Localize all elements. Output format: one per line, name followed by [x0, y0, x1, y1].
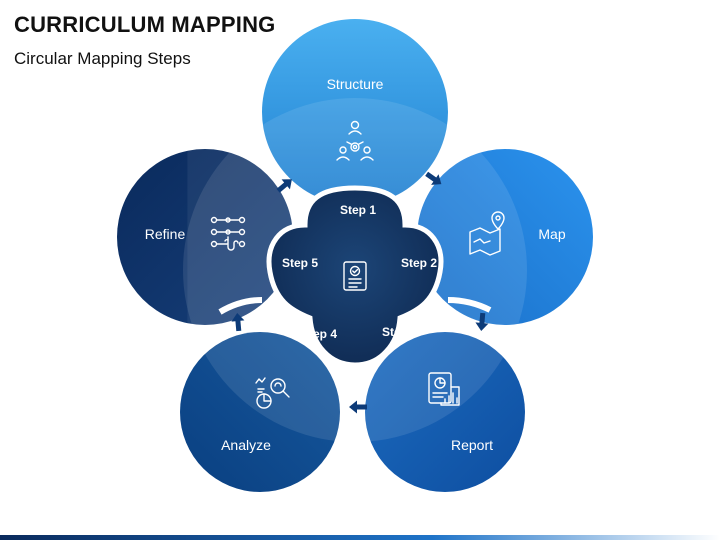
petal-report: [365, 332, 525, 492]
document-checklist-icon: [343, 261, 367, 291]
petal-label-structure: Structure: [327, 76, 384, 92]
step-label-3: Step 3: [382, 325, 418, 339]
petal-refine: [117, 149, 293, 325]
petal-structure: [262, 19, 448, 205]
arrow-analyze-to-refine: [231, 313, 245, 332]
arrow-refine-to-structure: [276, 179, 292, 193]
bottom-accent-bar: [0, 535, 720, 540]
petal-map: [417, 149, 593, 325]
petal-label-report: Report: [451, 437, 493, 453]
arrow-map-to-report: [475, 312, 489, 331]
map-pin-icon: [469, 211, 505, 256]
step-label-1: Step 1: [340, 203, 376, 217]
petal-label-refine: Refine: [145, 226, 186, 242]
slide-subtitle: Circular Mapping Steps: [14, 49, 191, 68]
petal-analyze: [180, 332, 340, 492]
center-hub: [266, 185, 444, 368]
petal-label-analyze: Analyze: [221, 437, 271, 453]
analytics-magnifier-icon: [255, 377, 290, 409]
arrow-structure-to-map: [425, 171, 442, 185]
step-label-2: Step 2: [401, 256, 437, 270]
arrow-report-to-analyze: [349, 400, 367, 414]
step-label-5: Step 5: [282, 256, 318, 270]
flow-network-icon: [210, 216, 246, 251]
team-hierarchy-icon: [336, 120, 374, 161]
step-label-4: Step 4: [301, 327, 337, 341]
petal-label-map: Map: [538, 226, 565, 242]
slide-title: CURRICULUM MAPPING: [14, 12, 276, 37]
report-chart-icon: [428, 372, 460, 406]
